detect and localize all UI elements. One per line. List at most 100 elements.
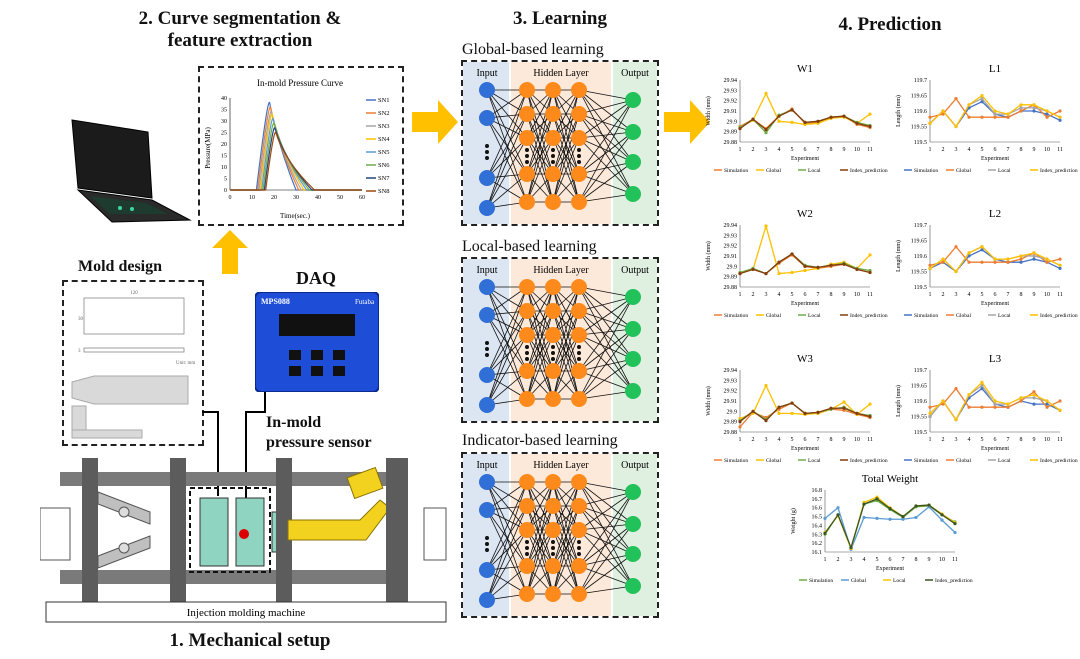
mold-width-dim: 120: [130, 291, 138, 296]
nn-output-label: Output: [621, 460, 649, 471]
pred-legend-label: Index_prediction: [935, 578, 973, 584]
nn-node: [479, 562, 495, 578]
pred-xtick: 7: [1007, 292, 1010, 298]
nn-node: [625, 351, 641, 367]
pred-point: [953, 522, 957, 526]
nn-node: [571, 130, 587, 146]
pred-point: [764, 128, 768, 132]
pred-ytick: 29.9: [727, 264, 738, 270]
pred-ytick: 29.88: [724, 285, 738, 291]
pred-xtick: 8: [830, 292, 833, 298]
pred-ytick: 119.65: [911, 94, 927, 100]
pred-point: [790, 270, 794, 275]
pred-ytick: 119.55: [911, 415, 927, 421]
pred-xtick: 11: [1057, 292, 1063, 298]
pred-point: [777, 114, 781, 118]
pred-point: [941, 112, 945, 116]
pred-ytick: 119.7: [914, 223, 927, 229]
pred-legend-label: Global: [956, 458, 971, 464]
pred-point: [993, 260, 997, 264]
pred-legend-label: Simulation: [914, 458, 938, 464]
nn-node: [571, 279, 587, 295]
pred-ytick: 29.9: [727, 119, 738, 125]
pred-legend-label: Index_prediction: [1040, 168, 1078, 174]
pred-point: [777, 260, 781, 264]
pred-xtick: 9: [928, 557, 931, 563]
pred-point: [823, 516, 827, 520]
nn-node: [479, 200, 495, 216]
pred-ytick: 29.92: [724, 244, 738, 250]
pred-xtick: 2: [752, 147, 755, 153]
pred-point: [868, 270, 872, 275]
pred-point: [1045, 399, 1049, 403]
pred-xtick: 5: [981, 292, 984, 298]
pred-point: [941, 402, 945, 406]
pred-point: [967, 251, 971, 255]
pred-point: [1032, 109, 1036, 113]
nn-node: [479, 502, 495, 518]
pred-xtick: 4: [778, 147, 781, 153]
pred-point: [1032, 254, 1036, 258]
pred-point: [928, 411, 932, 415]
pred-legend-label: Global: [956, 168, 971, 174]
pred-xlabel: Experiment: [981, 156, 1009, 162]
nn-node: [545, 498, 561, 514]
pred-xtick: 6: [889, 557, 892, 563]
pred-ytick: 119.5: [914, 285, 927, 291]
pred-point: [1058, 263, 1062, 267]
pressure-series-line: [230, 127, 362, 191]
pred-legend-label: Global: [766, 313, 781, 319]
pred-chart-title: Total Weight: [862, 473, 919, 485]
pred-xtick: 5: [981, 437, 984, 443]
pred-legend-label: Simulation: [914, 168, 938, 174]
pred-point: [738, 420, 742, 424]
pred-point: [842, 114, 846, 118]
pred-point: [927, 503, 931, 507]
pred-point: [1058, 266, 1062, 270]
nn-node: [545, 586, 561, 602]
pred-point: [1032, 393, 1036, 397]
pred-point: [751, 409, 755, 413]
curve-title-line2: feature extraction: [167, 30, 313, 51]
sensor-label-line1: In-mold: [266, 414, 322, 431]
pred-legend-label: Simulation: [914, 313, 938, 319]
pred-point: [954, 387, 958, 391]
pred-point: [941, 257, 945, 261]
pred-ytick: 16.2: [812, 541, 823, 547]
pred-point: [764, 419, 768, 423]
pred-xtick: 1: [739, 437, 742, 443]
nn-node: [519, 82, 535, 98]
pred-point: [914, 504, 918, 508]
nn-node: [519, 327, 535, 343]
pred-legend-label: Local: [808, 458, 821, 464]
machine-label: Injection molding machine: [187, 607, 306, 619]
pred-xtick: 6: [994, 437, 997, 443]
pred-point: [764, 224, 768, 228]
pred-xtick: 3: [955, 292, 958, 298]
pred-point: [1019, 109, 1023, 113]
pred-xtick: 1: [929, 437, 932, 443]
pressure-series-line: [230, 111, 362, 191]
pred-xtick: 5: [791, 437, 794, 443]
pred-point: [993, 402, 997, 406]
pred-xtick: 10: [1044, 437, 1050, 443]
pred-point: [1019, 106, 1023, 110]
pred-ytick: 119.55: [911, 125, 927, 131]
pred-ytick: 119.6: [914, 399, 927, 405]
pred-xtick: 9: [1033, 147, 1036, 153]
pred-point: [836, 506, 840, 510]
pressure-ytick: 15: [221, 154, 227, 160]
pred-point: [980, 245, 984, 249]
pred-point: [1019, 399, 1023, 403]
pred-xtick: 8: [1020, 292, 1023, 298]
pred-point: [980, 405, 984, 409]
pred-xtick: 4: [968, 292, 971, 298]
pred-xtick: 8: [1020, 437, 1023, 443]
pred-xtick: 3: [955, 147, 958, 153]
nn-node: [625, 516, 641, 532]
pred-point: [980, 93, 984, 98]
pred-point: [1032, 106, 1036, 110]
nn-node: [479, 82, 495, 98]
nn-node: [545, 194, 561, 210]
nn-node: [571, 363, 587, 379]
